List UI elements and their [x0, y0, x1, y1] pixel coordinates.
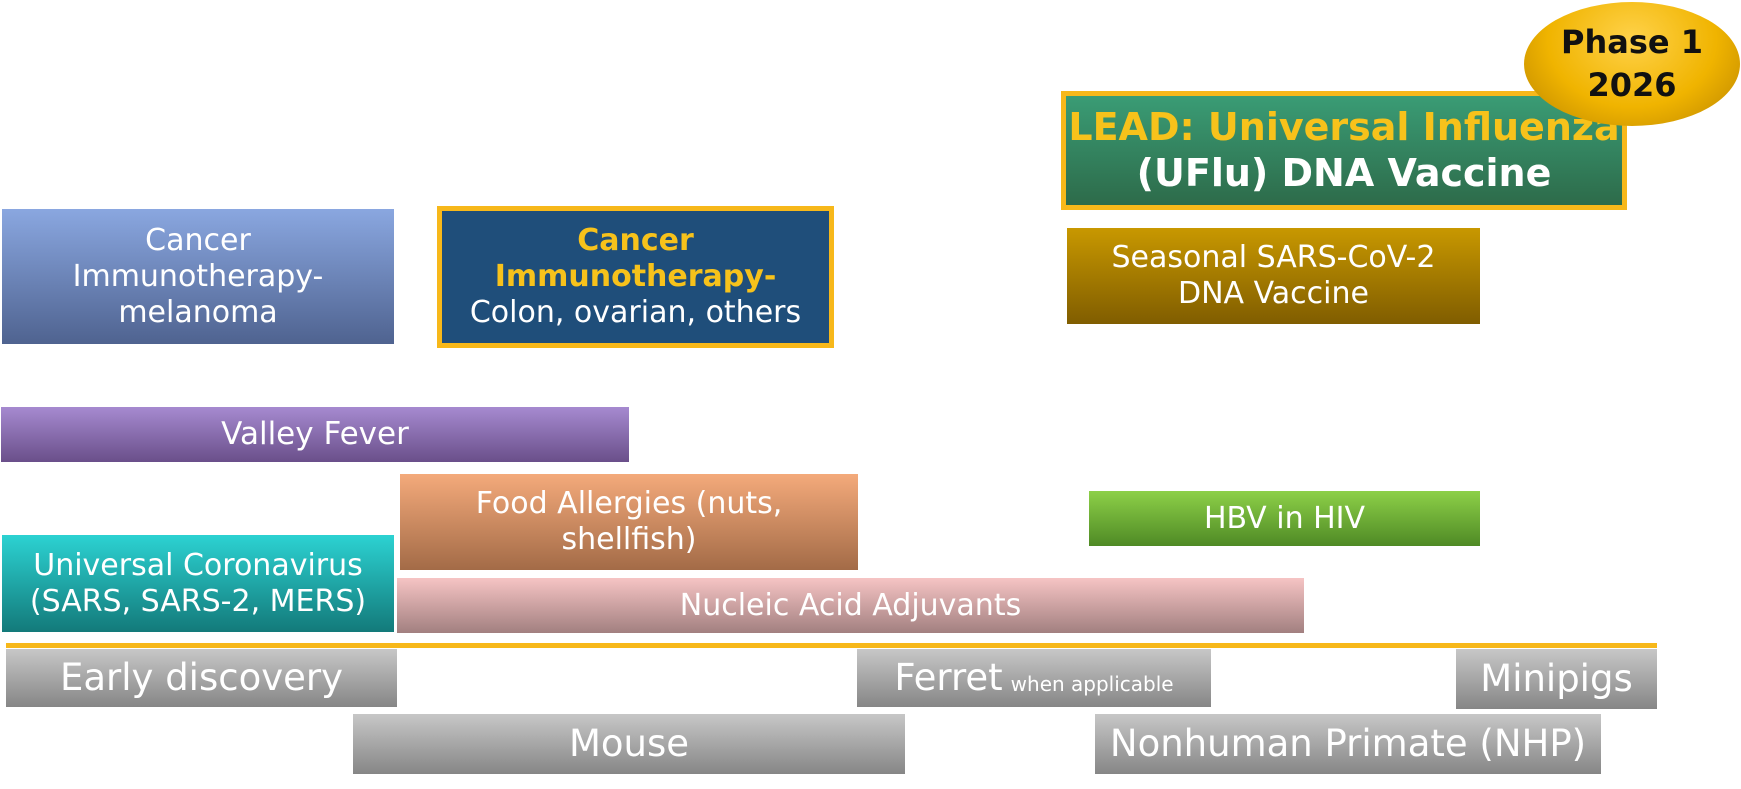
- colon-subtitle: Colon, ovarian, others: [469, 295, 802, 330]
- stage-early-label: Early discovery: [60, 655, 343, 699]
- lead-line-1: LEAD: Universal Influenza: [1068, 104, 1620, 149]
- stage-divider-line: [6, 643, 1657, 648]
- sars2-line-2: DNA Vaccine: [1178, 276, 1369, 311]
- valley-fever-label: Valley Fever: [221, 415, 409, 452]
- melanoma-line-2: Immunotherapy-: [72, 258, 324, 294]
- stage-nonhuman-primate: Nonhuman Primate (NHP): [1095, 714, 1601, 774]
- valley-fever-program-box: Valley Fever: [1, 407, 629, 462]
- melanoma-line-1: Cancer: [145, 222, 251, 258]
- colon-ovarian-program-box: Cancer Immunotherapy- Colon, ovarian, ot…: [437, 206, 834, 348]
- lead-uflu-program-box: LEAD: Universal Influenza (UFlu) DNA Vac…: [1061, 91, 1627, 210]
- stage-ferret: Ferret when applicable: [857, 649, 1211, 707]
- stage-mouse-label: Mouse: [568, 721, 690, 765]
- stage-minipigs: Minipigs: [1456, 649, 1657, 709]
- colon-title-line-1: Cancer: [577, 223, 694, 258]
- seasonal-sars2-program-box: Seasonal SARS-CoV-2 DNA Vaccine: [1067, 228, 1480, 324]
- nucleic-acid-adjuvants-program-box: Nucleic Acid Adjuvants: [397, 578, 1304, 633]
- phase-1-badge: Phase 1 2026: [1524, 2, 1740, 126]
- melanoma-program-box: Cancer Immunotherapy- melanoma: [2, 209, 394, 344]
- stage-nhp-label: Nonhuman Primate (NHP): [1109, 721, 1587, 765]
- colon-title-line-2: Immunotherapy-: [494, 259, 777, 294]
- stage-ferret-note: when applicable: [1010, 672, 1174, 696]
- phase-badge-line-2: 2026: [1587, 66, 1677, 104]
- phase-badge-line-1: Phase 1: [1561, 22, 1703, 61]
- melanoma-line-3: melanoma: [118, 294, 278, 330]
- food-allergies-program-box: Food Allergies (nuts, shellfish): [400, 474, 858, 570]
- lead-line-2: (UFlu) DNA Vaccine: [1136, 150, 1552, 195]
- food-allergies-line-2: shellfish): [561, 522, 697, 557]
- food-allergies-line-1: Food Allergies (nuts,: [475, 486, 783, 521]
- hbv-label: HBV in HIV: [1203, 500, 1366, 536]
- stage-ferret-label: Ferret: [894, 655, 1003, 699]
- coronavirus-line-2: (SARS, SARS-2, MERS): [29, 583, 367, 619]
- adjuvants-label: Nucleic Acid Adjuvants: [679, 587, 1022, 623]
- universal-coronavirus-program-box: Universal Coronavirus (SARS, SARS-2, MER…: [2, 535, 394, 632]
- stage-early-discovery: Early discovery: [6, 649, 397, 707]
- coronavirus-line-1: Universal Coronavirus: [33, 547, 363, 583]
- hbv-program-box: HBV in HIV: [1089, 491, 1480, 546]
- stage-minipigs-label: Minipigs: [1480, 656, 1633, 700]
- stage-mouse: Mouse: [353, 714, 905, 774]
- sars2-line-1: Seasonal SARS-CoV-2: [1111, 240, 1436, 275]
